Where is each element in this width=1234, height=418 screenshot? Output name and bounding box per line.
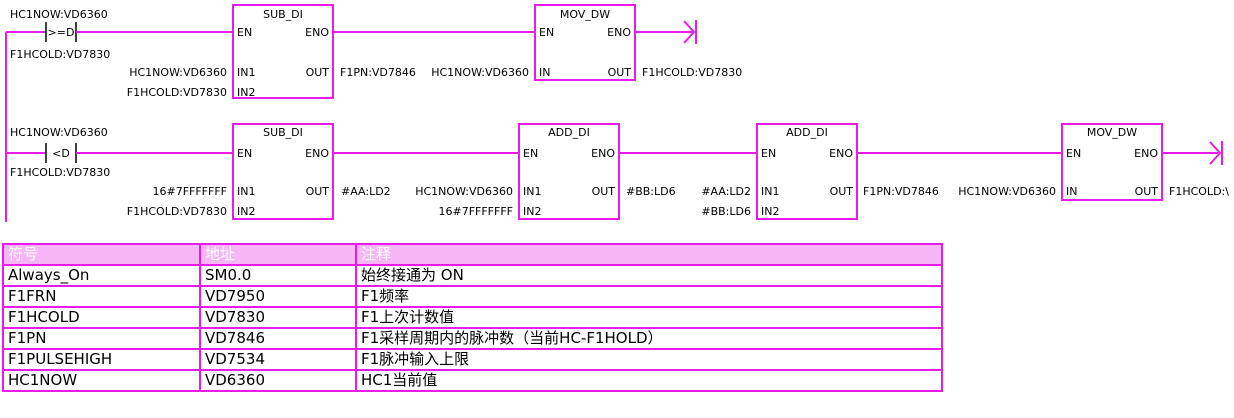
operand-out: #BB:LD6	[626, 185, 676, 198]
cell-symbol[interactable]: F1HCOLD	[2, 306, 201, 329]
operand-in1: #AA:LD2	[701, 185, 751, 198]
contact-bottom-label: F1HCOLD:VD7830	[10, 166, 110, 179]
table-row[interactable]: F1PN VD7846 F1采样周期内的脉冲数（当前HC-F1HOLD）	[2, 327, 943, 350]
pin-eno: ENO	[1134, 147, 1158, 160]
table-row[interactable]: Always_On SM0.0 始终接通为 ON	[2, 264, 943, 287]
pin-en: EN	[523, 147, 538, 160]
header-comment[interactable]: 注释	[355, 243, 943, 266]
compare-symbol: >=D	[48, 26, 75, 39]
cell-symbol[interactable]: F1PULSEHIGH	[2, 348, 201, 371]
block-title: SUB_DI	[263, 126, 303, 139]
pin-in1: IN1	[237, 66, 255, 79]
cell-address[interactable]: VD7846	[199, 327, 357, 350]
pin-en: EN	[237, 26, 252, 39]
pin-out: OUT	[592, 185, 616, 198]
arrow-icon	[1209, 141, 1222, 165]
pin-in2: IN2	[237, 205, 255, 218]
pin-in1: IN1	[237, 185, 255, 198]
pin-eno: ENO	[829, 147, 853, 160]
network-2: HC1NOW:VD6360 <D F1HCOLD:VD7830 SUB_DI E…	[6, 123, 1229, 220]
cell-symbol[interactable]: F1FRN	[2, 285, 201, 308]
sub-di-block[interactable]: SUB_DI EN ENO IN1 OUT IN2	[232, 123, 334, 220]
operand-in2: F1HCOLD:VD7830	[127, 205, 227, 218]
pin-out: OUT	[306, 66, 330, 79]
operand-out: F1PN:VD7846	[340, 66, 416, 79]
cell-comment[interactable]: F1采样周期内的脉冲数（当前HC-F1HOLD）	[355, 327, 943, 350]
add-di-block[interactable]: ADD_DI EN ENO IN1 OUT IN2	[518, 123, 620, 220]
pin-en: EN	[539, 26, 554, 39]
pin-out: OUT	[608, 66, 632, 79]
pin-in: IN	[1066, 185, 1077, 198]
table-row[interactable]: F1PULSEHIGH VD7534 F1脉冲输入上限	[2, 348, 943, 371]
operand-out: F1HCOLD:VD7830	[642, 66, 742, 79]
table-header-row: 符号 地址 注释	[2, 243, 943, 266]
cell-address[interactable]: SM0.0	[199, 264, 357, 287]
mov-dw-block[interactable]: MOV_DW EN ENO IN OUT	[1061, 123, 1163, 201]
block-title: MOV_DW	[1087, 126, 1137, 139]
contact-top-label: HC1NOW:VD6360	[10, 8, 108, 21]
operand-out: F1HCOLD:\	[1169, 185, 1229, 198]
header-symbol[interactable]: 符号	[2, 243, 201, 266]
cell-comment[interactable]: F1频率	[355, 285, 943, 308]
pin-eno: ENO	[607, 26, 631, 39]
sub-di-block[interactable]: SUB_DI EN ENO IN1 OUT IN2	[232, 4, 334, 99]
pin-en: EN	[761, 147, 776, 160]
pin-in1: IN1	[523, 185, 541, 198]
pin-eno: ENO	[305, 147, 329, 160]
cell-symbol[interactable]: HC1NOW	[2, 369, 201, 392]
operand-in: HC1NOW:VD6360	[958, 185, 1056, 198]
symbol-table: 符号 地址 注释 Always_On SM0.0 始终接通为 ON F1FRN …	[2, 243, 943, 392]
pin-en: EN	[1066, 147, 1081, 160]
block-title: SUB_DI	[263, 8, 303, 21]
operand-out: F1PN:VD7846	[863, 185, 939, 198]
operand-in: HC1NOW:VD6360	[431, 66, 529, 79]
header-address[interactable]: 地址	[199, 243, 357, 266]
operand-in2: 16#7FFFFFFF	[438, 205, 513, 218]
cell-address[interactable]: VD7534	[199, 348, 357, 371]
cell-address[interactable]: VD7950	[199, 285, 357, 308]
pin-in2: IN2	[237, 86, 255, 99]
pin-eno: ENO	[305, 26, 329, 39]
table-row[interactable]: F1HCOLD VD7830 F1上次计数值	[2, 306, 943, 329]
table-row[interactable]: F1FRN VD7950 F1频率	[2, 285, 943, 308]
cell-comment[interactable]: 始终接通为 ON	[355, 264, 943, 287]
pin-in2: IN2	[523, 205, 541, 218]
cell-address[interactable]: VD7830	[199, 306, 357, 329]
pin-in2: IN2	[761, 205, 779, 218]
block-title: ADD_DI	[786, 126, 828, 139]
cell-comment[interactable]: HC1当前值	[355, 369, 943, 392]
network-1: HC1NOW:VD6360 >=D F1HCOLD:VD7830 SUB_DI …	[6, 4, 742, 99]
pin-eno: ENO	[591, 147, 615, 160]
operand-in1: HC1NOW:VD6360	[129, 66, 227, 79]
pin-out: OUT	[830, 185, 854, 198]
operand-out: #AA:LD2	[341, 185, 391, 198]
compare-symbol: <D	[52, 147, 70, 160]
block-title: MOV_DW	[560, 8, 610, 21]
ladder-diagram: HC1NOW:VD6360 >=D F1HCOLD:VD7830 SUB_DI …	[5, 4, 1229, 222]
block-title: ADD_DI	[548, 126, 590, 139]
add-di-block[interactable]: ADD_DI EN ENO IN1 OUT IN2	[756, 123, 858, 220]
cell-comment[interactable]: F1脉冲输入上限	[355, 348, 943, 371]
pin-en: EN	[237, 147, 252, 160]
operand-in1: HC1NOW:VD6360	[415, 185, 513, 198]
operand-in1: 16#7FFFFFFF	[152, 185, 227, 198]
cell-comment[interactable]: F1上次计数值	[355, 306, 943, 329]
pin-in: IN	[539, 66, 550, 79]
table-row[interactable]: HC1NOW VD6360 HC1当前值	[2, 369, 943, 392]
pin-out: OUT	[306, 185, 330, 198]
operand-in2: F1HCOLD:VD7830	[127, 86, 227, 99]
mov-dw-block[interactable]: MOV_DW EN ENO IN OUT	[534, 4, 636, 81]
cell-symbol[interactable]: Always_On	[2, 264, 201, 287]
operand-in2: #BB:LD6	[701, 205, 751, 218]
cell-symbol[interactable]: F1PN	[2, 327, 201, 350]
arrow-icon	[683, 20, 696, 44]
contact-top-label: HC1NOW:VD6360	[10, 126, 108, 139]
contact-bottom-label: F1HCOLD:VD7830	[10, 48, 110, 61]
pin-out: OUT	[1135, 185, 1159, 198]
cell-address[interactable]: VD6360	[199, 369, 357, 392]
pin-in1: IN1	[761, 185, 779, 198]
